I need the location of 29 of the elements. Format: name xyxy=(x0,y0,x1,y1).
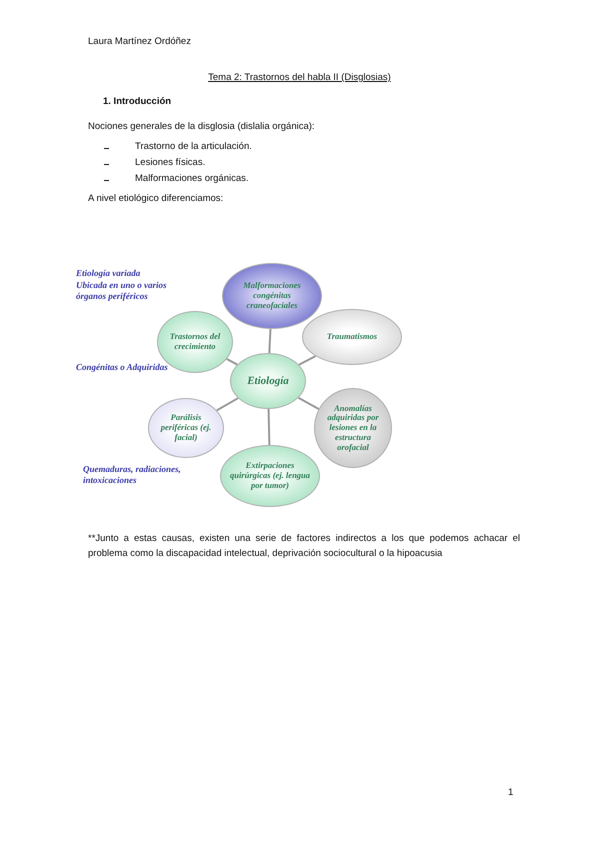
node-label: Trastornos del crecimiento xyxy=(168,332,222,352)
document-title: Tema 2: Trastornos del habla II (Disglosias) xyxy=(207,72,392,84)
connector-line xyxy=(216,397,238,412)
section-heading: 1. Introducción xyxy=(103,96,172,108)
side-note: Etiología variada xyxy=(76,268,140,280)
page-number: 1 xyxy=(508,787,514,799)
list-item: Malformaciones orgánicas. xyxy=(135,173,249,185)
list-item: Lesiones físicas. xyxy=(135,157,206,169)
node-label: Malformaciones congénitas craneofaciales xyxy=(242,281,302,311)
cause-ellipse xyxy=(302,309,402,365)
side-note: Quemaduras, radiaciones, intoxicaciones xyxy=(83,464,182,486)
center-ellipse xyxy=(230,353,306,409)
connector-line xyxy=(298,355,316,366)
node-label: Anomalías adquiridas por lesiones en la estructura orofacial xyxy=(326,404,380,452)
node-label: Extirpaciones quirúrgicas (ej. lengua por tumor) xyxy=(228,461,312,491)
connector-line xyxy=(268,408,270,446)
connector-line xyxy=(268,328,272,354)
connector-line xyxy=(298,396,320,410)
connector-line xyxy=(226,358,238,366)
footnote: **Junto a estas causas, existen una serie de factores indirectos a los que podemos achacar el problema como la discapacidad intelectual, deprivación sociocultural o la hipoacusia xyxy=(88,532,520,562)
side-note: Ubicada en uno o varios órganos periféricos xyxy=(76,280,168,302)
paragraph: Nociones generales de la disglosia (dislalia orgánica): xyxy=(88,121,315,133)
paragraph: A nivel etiológico diferenciamos: xyxy=(88,193,224,205)
node-label: Parálisis periféricas (ej. facial) xyxy=(159,413,212,443)
list-item: Trastorno de la articulación. xyxy=(135,141,252,153)
side-note: Congénitas o Adquiridas xyxy=(76,362,168,374)
author-name: Laura Martínez Ordóñez xyxy=(88,36,191,48)
node-label: Traumatismos xyxy=(326,332,378,342)
node-label: Etiología xyxy=(247,374,289,388)
